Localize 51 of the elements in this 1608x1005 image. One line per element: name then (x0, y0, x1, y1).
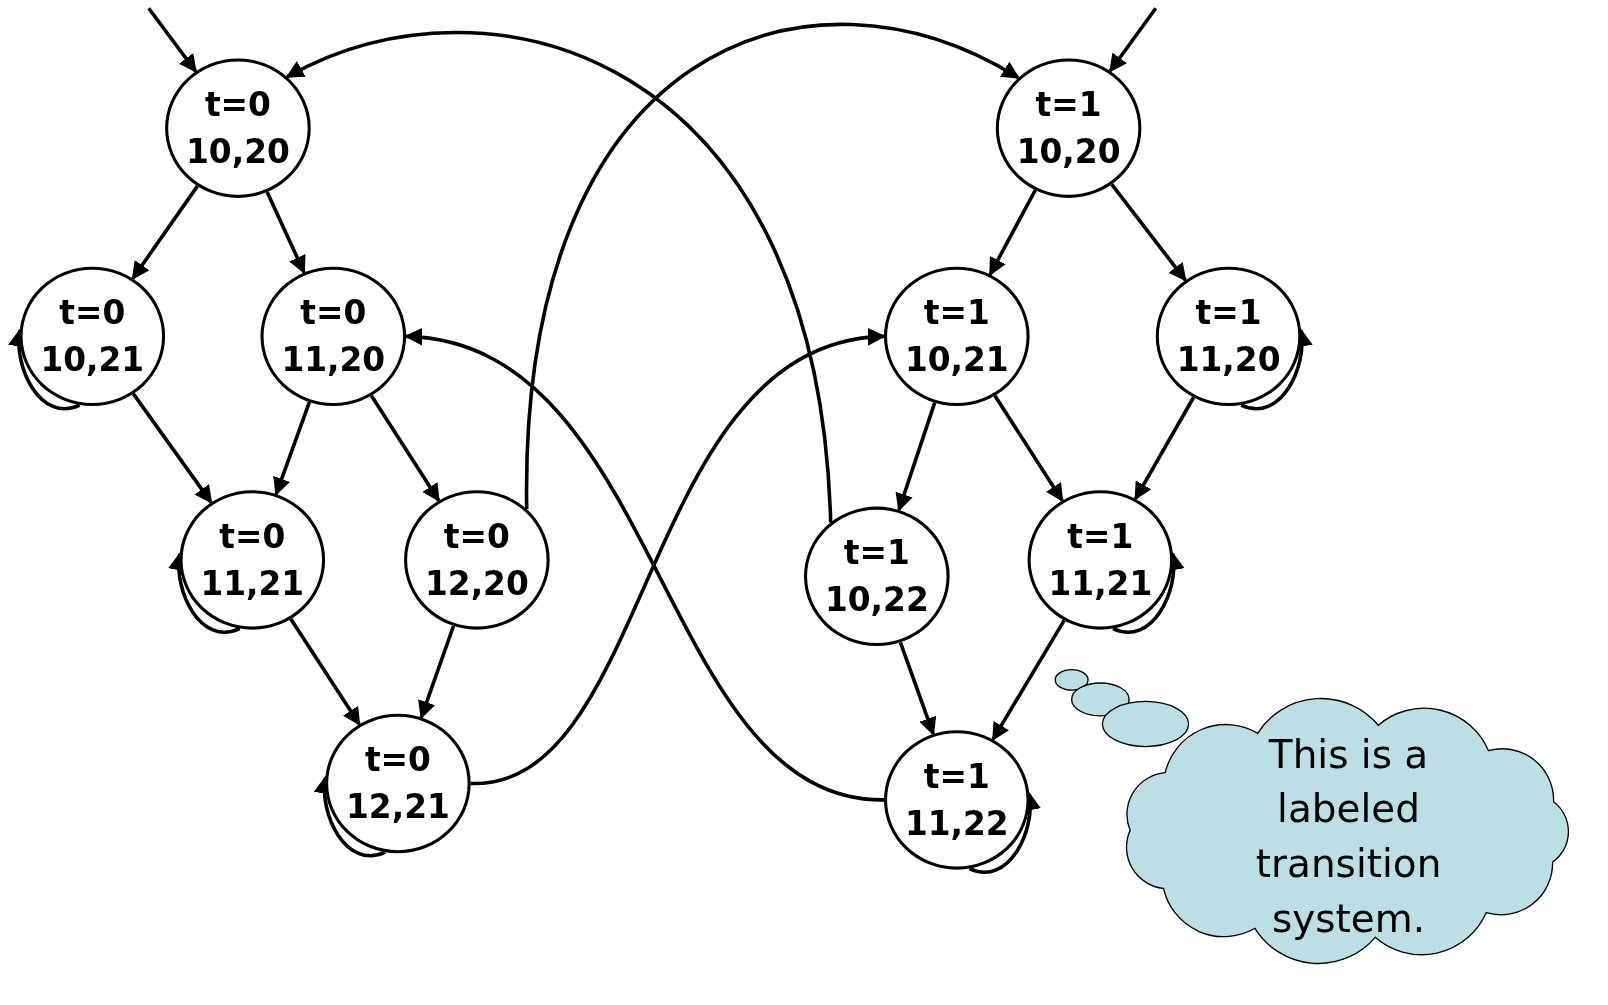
arrow (968, 792, 1040, 874)
state-label: 10,20 (186, 131, 290, 174)
arrow (404, 330, 885, 802)
state-label: 10,20 (1016, 131, 1121, 174)
state-label: t=1 (1067, 515, 1134, 558)
arrow (524, 22, 1020, 510)
state-label: 10,22 (824, 579, 929, 622)
arrow (273, 401, 312, 496)
state-label: t=0 (364, 739, 431, 781)
state-label: 11,21 (200, 563, 305, 605)
arrow (289, 618, 361, 726)
arrow (131, 392, 213, 504)
arrow (993, 394, 1064, 503)
arrow (285, 30, 833, 523)
arrow (895, 402, 937, 512)
arrow (1133, 396, 1196, 501)
cloud-text: This is a labeled transition system. (1254, 731, 1443, 943)
arrow (991, 619, 1066, 741)
state-label: 12,20 (424, 563, 529, 605)
state-label: 11,21 (1048, 563, 1153, 605)
arrow (1112, 552, 1184, 634)
state-label: t=0 (300, 291, 367, 334)
state-label: t=0 (443, 515, 510, 558)
state-label: 11,22 (904, 803, 1009, 845)
arrow (131, 185, 199, 280)
state-label: t=1 (1195, 291, 1262, 334)
arrow (369, 394, 441, 503)
state-label: 11,20 (1176, 339, 1281, 382)
arrow (988, 189, 1037, 276)
arrow (314, 775, 386, 858)
state-label: 10,21 (904, 339, 1009, 382)
arrow (169, 552, 241, 634)
state-label: t=0 (59, 291, 126, 334)
state-label: 11,20 (281, 339, 386, 382)
arrow (1110, 183, 1187, 282)
arrow (470, 330, 886, 786)
state-label: t=1 (923, 755, 990, 798)
arrow (1108, 7, 1158, 73)
state-label: t=1 (1035, 83, 1102, 126)
state-label: t=0 (204, 83, 271, 126)
state-label: 12,21 (346, 786, 450, 829)
state-label: t=1 (843, 531, 910, 574)
arrow (898, 641, 937, 736)
state-label: 10,21 (40, 339, 145, 382)
state-label: t=0 (219, 515, 286, 558)
arrow (418, 625, 456, 720)
arrow (265, 191, 306, 275)
state-label: t=1 (923, 291, 990, 334)
arrow (9, 328, 81, 411)
arrow (147, 7, 198, 73)
arrow (1240, 328, 1312, 411)
